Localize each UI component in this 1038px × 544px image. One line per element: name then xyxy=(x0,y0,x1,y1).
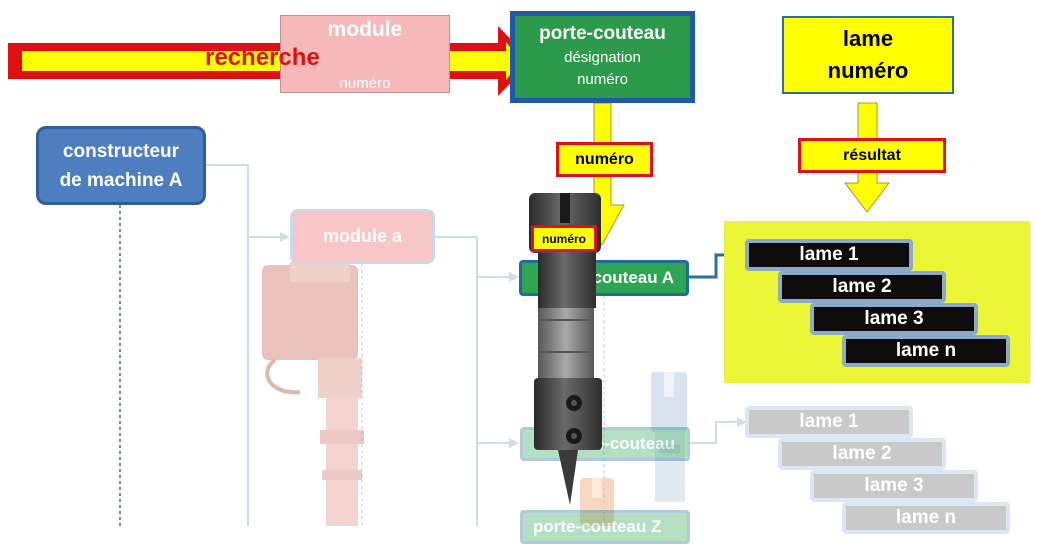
lame-2-result: lame 2 xyxy=(778,271,946,303)
lame-3-faded: lame 3 xyxy=(810,470,978,502)
numero-small-tag: numéro xyxy=(531,225,597,252)
porte-couteau-numero: numéro xyxy=(577,71,628,88)
module-subtitle: numéro xyxy=(339,75,391,92)
machine-module-image xyxy=(262,262,364,526)
lame-box: lame numéro xyxy=(782,16,954,94)
module-a-arrowhead xyxy=(280,232,290,242)
pc-a-arrowhead xyxy=(509,272,519,282)
porte-couteau-designation: désignation xyxy=(564,49,641,66)
lame-1-faded: lame 1 xyxy=(745,406,913,438)
resultat-tag: résultat xyxy=(798,138,946,173)
porte-couteau-box: porte-couteau désignation numéro xyxy=(510,11,695,103)
lame-2-faded: lame 2 xyxy=(778,438,946,470)
orange-tool-image xyxy=(580,478,614,526)
faded-result-arrowhead xyxy=(737,417,747,427)
lame-title: lame xyxy=(842,26,894,51)
recherche-label: recherche xyxy=(205,44,320,71)
constructeur-line1: constructeur xyxy=(62,140,180,162)
module-title: module xyxy=(327,18,403,41)
lame-3-result: lame 3 xyxy=(810,303,978,335)
constructeur-line2: de machine A xyxy=(59,169,183,191)
module-a-box: module a xyxy=(290,209,435,264)
lame-numero: numéro xyxy=(827,58,909,83)
small-tool-image xyxy=(651,372,687,502)
constructeur-box: constructeur de machine A xyxy=(36,126,206,205)
pc-2-arrowhead xyxy=(509,438,519,448)
constructeur-connector xyxy=(206,164,249,526)
lame-n-result: lame n xyxy=(842,335,1010,367)
module-box: module numéro xyxy=(280,15,450,93)
porte-couteau-title: porte-couteau xyxy=(539,23,666,44)
numero-tag: numéro xyxy=(556,142,653,177)
faded-result-connector xyxy=(690,421,740,444)
module-connector xyxy=(435,236,478,526)
lame-n-faded: lame n xyxy=(842,502,1010,534)
lame-1-result: lame 1 xyxy=(745,239,913,271)
